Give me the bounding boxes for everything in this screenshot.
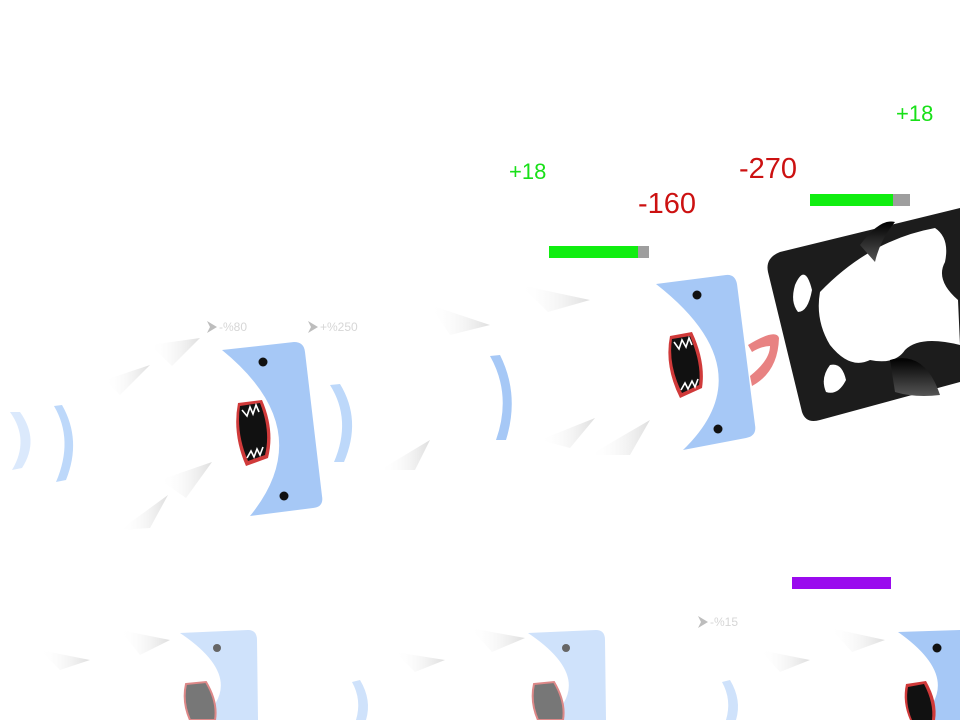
shark-bottom-right[interactable] xyxy=(722,628,960,720)
orca-health-missing xyxy=(893,194,910,206)
player-shark-health xyxy=(549,246,649,258)
heal-number: +18 xyxy=(896,101,934,126)
shark-player-head xyxy=(656,274,756,450)
orca-fin xyxy=(860,221,895,262)
chevron-right-icon xyxy=(308,321,318,333)
shark-bottom-right-mouth xyxy=(904,681,936,720)
chevron-right-icon xyxy=(207,321,217,333)
purple-bar xyxy=(792,577,891,589)
buff-label-text: +%250 xyxy=(320,320,358,334)
shark-bottom-middle[interactable] xyxy=(352,628,606,720)
shark-left-trail xyxy=(10,338,212,530)
chevron-right-icon xyxy=(698,616,708,628)
orca-health xyxy=(810,194,910,206)
player-shark-health-missing xyxy=(638,246,649,258)
shark-left-eye xyxy=(279,491,289,501)
heal-number: +18 xyxy=(509,159,547,184)
shark-bottom-middle-eye xyxy=(562,644,570,652)
buff-label: +%250 xyxy=(307,320,358,334)
shark-left-head xyxy=(222,342,323,516)
shark-bottom-right-eye xyxy=(932,643,942,653)
damage-number: -160 xyxy=(638,188,697,220)
buff-label-text: -%80 xyxy=(219,320,248,334)
buff-label: -%80 xyxy=(206,320,247,334)
damage-number: -270 xyxy=(739,153,798,185)
buff-label-text: -%15 xyxy=(710,615,739,629)
shark-player-eye xyxy=(713,424,723,434)
orca-health-fill xyxy=(810,194,893,206)
orca-white-patch xyxy=(793,228,960,393)
player-shark-health-fill xyxy=(549,246,638,258)
shark-player-trail xyxy=(330,285,650,470)
buff-label: -%15 xyxy=(697,615,738,629)
shark-player[interactable] xyxy=(330,274,779,470)
shark-player-mouth xyxy=(668,332,703,398)
shark-left-mouth xyxy=(236,400,271,466)
purple-bar-fill xyxy=(792,577,891,589)
shark-player-tongue xyxy=(748,334,779,386)
shark-bottom-left-eye xyxy=(213,644,221,652)
orca-fin xyxy=(890,358,940,396)
shark-bottom-middle-mouth xyxy=(531,680,565,720)
shark-bottom-left-mouth xyxy=(183,680,217,720)
shark-player-eye xyxy=(692,290,702,300)
shark-left[interactable] xyxy=(10,338,323,530)
orca-enemy[interactable] xyxy=(767,208,960,421)
shark-bottom-left[interactable] xyxy=(40,630,258,720)
shark-left-eye xyxy=(258,357,268,367)
